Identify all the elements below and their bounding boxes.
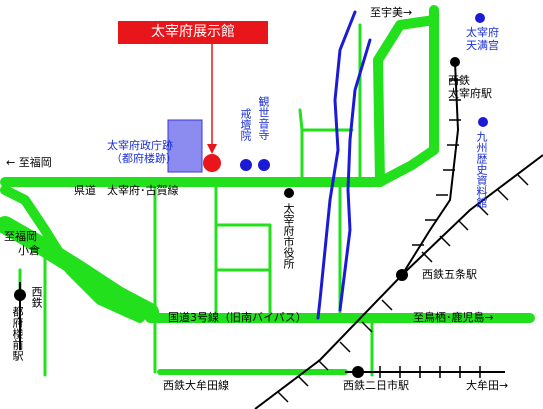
kaidan-in-dot (240, 159, 252, 171)
label-to-fukuoka-ogura-line2: 小倉 (18, 244, 40, 257)
temple-markers (240, 13, 488, 171)
label-kanzeonji: 観世音寺 (257, 96, 270, 140)
river-west (316, 10, 357, 320)
label-futsukaichi-station: 西鉄二日市駅 (343, 379, 409, 392)
label-kyushu-museum: 九州歴史資料館 (475, 131, 488, 208)
stations (14, 57, 460, 378)
tenmangu-dot (475, 13, 485, 23)
govt-ruins-block (167, 119, 203, 173)
label-tenmangu-line1: 太宰府 (466, 26, 499, 39)
label-to-fukuoka-ogura-line1: 至福岡 (4, 230, 37, 243)
river-east (338, 38, 372, 312)
kanzeonji-dot (258, 159, 270, 171)
label-prefectural-road: 県道 太宰府･古賀線 (74, 184, 179, 197)
label-kaidan-in: 戒壇院 (239, 108, 252, 141)
city-hall-dot (284, 188, 294, 198)
label-dazaifu-station-line1: 西鉄 (448, 74, 470, 87)
label-tenmangu-line2: 天满宫 (466, 39, 499, 52)
label-tofuromae-line1: 西鉄 (30, 286, 43, 308)
prefectural-road (0, 5, 439, 187)
rivers (316, 10, 372, 320)
kyushu-museum-dot (478, 117, 488, 127)
north-road (373, 15, 439, 187)
station-dazaifu-dot (450, 57, 460, 67)
label-to-umi: 至宇美→ (370, 6, 413, 19)
label-tofuromae-line2: 都府楼前駅 (11, 306, 24, 361)
station-tofuromae-dot (14, 289, 26, 301)
museum-marker (203, 154, 221, 172)
label-route3: 国道3号線（旧南バイパス） (168, 311, 307, 324)
museum-title: 太宰府展示館 (118, 21, 268, 44)
label-city-hall: 太宰府市役所 (282, 203, 295, 269)
station-gojo-dot (396, 269, 408, 281)
label-gojo-station: 西鉄五条駅 (422, 268, 477, 281)
station-futsukaichi-dot (352, 366, 364, 378)
railway-ticks (277, 79, 529, 403)
label-govt-ruins-line2: （都府楼跡） (111, 152, 177, 165)
label-to-fukuoka: ← 至福岡 (6, 156, 52, 169)
label-omuta-line: 西鉄大牟田線 (163, 379, 229, 392)
label-to-omuta: 大牟田→ (466, 379, 509, 392)
lower-left-band (0, 216, 159, 321)
museum-arrow-head (207, 144, 217, 154)
label-govt-ruins-line1: 太宰府政庁跡 (107, 139, 173, 152)
label-to-tosu-kagoshima: 至鳥栖･鹿児島→ (413, 311, 494, 324)
label-dazaifu-station-line2: 太宰府駅 (448, 87, 492, 100)
